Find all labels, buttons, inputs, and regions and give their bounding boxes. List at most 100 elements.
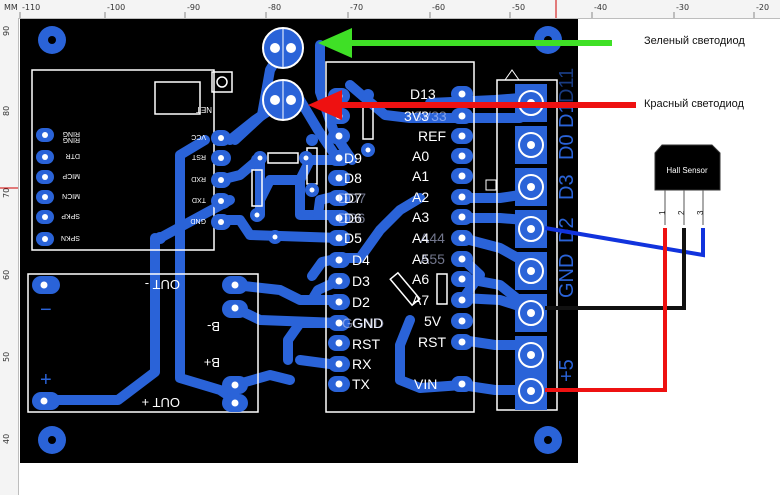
terminal-label-d3: D3	[556, 174, 578, 200]
pin-5v: 5V	[424, 313, 442, 329]
terminal-key	[504, 69, 520, 81]
module-left-pins	[36, 128, 54, 246]
pin-rx: RX	[352, 356, 372, 372]
led-red-footprint	[262, 79, 304, 121]
module-pin-spkn: SPKN	[61, 234, 80, 241]
pin-ref: REF	[418, 128, 446, 144]
module-pin-txd: TXD	[192, 196, 206, 203]
ruler-tick: -60	[432, 3, 446, 12]
pin-d8: D8	[344, 170, 362, 186]
terminal-label-d0: D0	[556, 134, 578, 160]
green-led-note: Зеленый светодиод	[644, 35, 745, 47]
pin-a4: A4	[412, 230, 429, 246]
module-pin-dtr: DTR	[66, 152, 80, 159]
module-pin-spkp: SPKP	[61, 212, 80, 219]
pin-d6: D6	[344, 210, 362, 226]
hall-pin-2: 2	[677, 210, 686, 215]
arduino-left-pins	[328, 88, 350, 392]
hall-pin-1: 1	[658, 210, 667, 215]
pin-d4: D4	[352, 252, 370, 268]
module-pin-vcc: VCC	[191, 133, 206, 140]
ruler-unit: MM	[4, 3, 18, 12]
terminal-labels: D1 D11 D0 D3 D2 GND +5	[556, 68, 578, 382]
ruler-marks	[0, 0, 755, 189]
hall-sensor	[654, 144, 721, 225]
power-module-labels: OUT - OUT + B- B+ − +	[40, 277, 220, 410]
pin-d2: D2	[352, 294, 370, 310]
pin-d13: D13	[410, 86, 436, 102]
wire-signal	[544, 226, 705, 258]
arduino-outline	[325, 61, 475, 413]
pin-3v3: 3V3	[404, 108, 429, 124]
pin-rst-right: RST	[418, 334, 446, 350]
power-module-outline	[27, 273, 259, 413]
module-pin-ring: RING	[63, 130, 81, 137]
out-minus-label: OUT -	[145, 277, 180, 292]
pin-a6: A6	[412, 271, 429, 287]
ruler-tick: -100	[107, 3, 126, 12]
ruler-tick: -110	[22, 3, 41, 12]
pin-d9: D9	[344, 150, 362, 166]
module-pin-rst: RST	[191, 153, 206, 160]
hall-pin-3: 3	[696, 210, 705, 215]
resistor-holes	[254, 147, 371, 240]
ruler-tick: -50	[512, 3, 526, 12]
pin-3v3-overlay: 3V33	[414, 108, 447, 124]
pin-a3: A3	[412, 209, 429, 225]
b-plus-label: B+	[204, 355, 220, 370]
module-right-pins	[211, 130, 231, 230]
pin-gnd-overlay: GGND	[342, 315, 384, 331]
ruler-tick: -40	[594, 3, 608, 12]
power-module-pads	[32, 276, 248, 412]
module-pin-gnd: GND	[190, 217, 206, 224]
pin-gnd: GND	[352, 315, 383, 331]
pin-a2: A2	[412, 189, 429, 205]
ruler-tick: -20	[756, 3, 770, 12]
green-arrow	[318, 28, 612, 58]
red-arrow	[308, 90, 636, 120]
pin-d7-overlay: DD7	[338, 190, 366, 206]
terminal-label-d11: D11	[556, 68, 578, 103]
module-pin-micp: MICP	[62, 172, 80, 179]
ruler-tick: -90	[187, 3, 201, 12]
wire-vcc	[545, 228, 667, 392]
pin-a7: A7	[412, 292, 429, 308]
terminal-label-5v: +5	[556, 359, 578, 382]
svg-text:RING: RING	[63, 136, 81, 143]
pin-d5: D5	[344, 230, 362, 246]
pin-rst: RST	[352, 336, 380, 352]
arduino-right-labels: D13 3V3 3V33 REF A0 A1 A2 A3 A4 A44 A5 A…	[404, 86, 447, 392]
terminal-label-d1: D1	[556, 102, 578, 128]
pin-d3: D3	[352, 273, 370, 289]
module-left-pin-labels: RING	[63, 136, 81, 143]
arduino-right-pins	[451, 86, 473, 392]
pin-a0: A0	[412, 148, 429, 164]
led-green-footprint	[262, 27, 304, 69]
pin-a5: A5	[412, 251, 429, 267]
ruler-tick: -80	[268, 3, 282, 12]
pin-d7: D7	[344, 190, 362, 206]
pin-tx: TX	[352, 376, 371, 392]
terminal-label-gnd: GND	[556, 254, 578, 298]
pin-a5-overlay: A55	[420, 251, 445, 267]
module-net-label: NET	[196, 105, 212, 114]
in-minus-label: −	[40, 299, 52, 321]
pin-d6-overlay: DB6	[338, 210, 365, 226]
in-plus-label: +	[40, 369, 52, 391]
ruler-left: 90 80 70 60 50 40	[0, 18, 19, 495]
pin-vin: VIN	[414, 376, 437, 392]
red-led-note: Красный светодиод	[644, 98, 744, 110]
module-pin-rxd: RXD	[191, 175, 206, 182]
module-pin-micn: MICN	[62, 192, 80, 199]
pin-a4-overlay: A44	[420, 230, 445, 246]
wire-gnd	[545, 228, 686, 310]
arduino-left-labels: D9 D8 D7 DD7 D6 DB6 D5 D4 D3 D2 GND GGND…	[338, 150, 384, 392]
out-plus-label: OUT +	[142, 395, 180, 410]
terminal-pads	[515, 84, 547, 410]
ruler-top: MM -110 -100 -90 -80 -70 -60 -50 -40 -30…	[0, 0, 780, 19]
pin-a1: A1	[412, 168, 429, 184]
ruler-tick: -30	[676, 3, 690, 12]
ruler-tick: -70	[350, 3, 364, 12]
b-minus-label: B-	[207, 319, 220, 334]
